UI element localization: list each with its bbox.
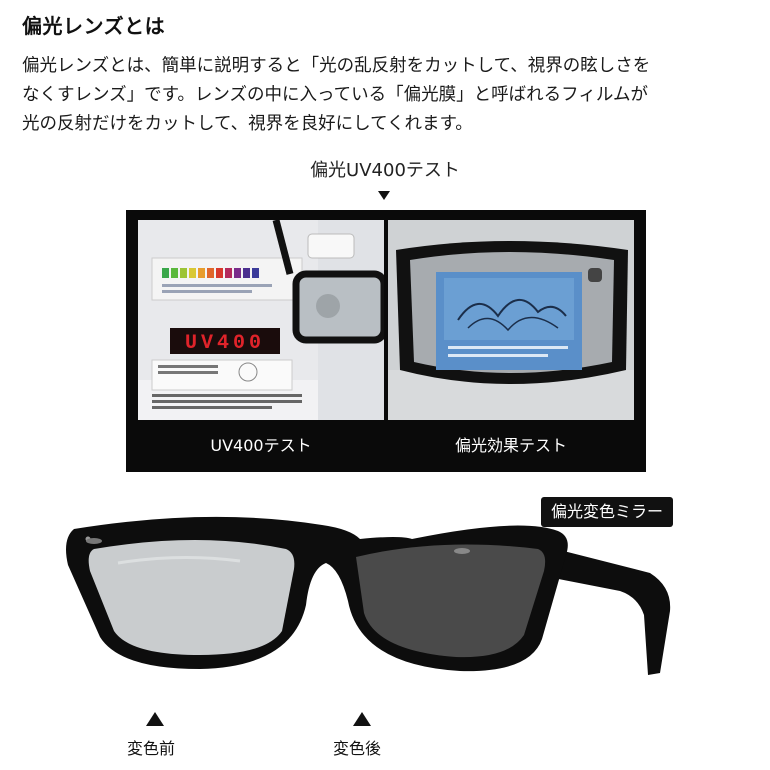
sunglasses-image [60,505,700,689]
page-title: 偏光レンズとは [22,14,166,38]
test-panel: UV400 UV400テスト [126,210,646,472]
polarization-test-photo [388,220,634,420]
description-line-2: なくすレンズ」です。レンズの中に入っている「偏光膜」と呼ばれるフィルムが [22,85,648,105]
polarization-test-caption: 偏光効果テスト [454,436,567,455]
before-marker-icon [146,712,164,726]
description: 偏光レンズとは、簡単に説明すると「光の乱反射をカットして、視界の眩しさを なくす… [22,52,752,139]
uv400-test-photo: UV400 [138,220,384,420]
after-label: 変色後 [333,739,382,758]
uv400-test-caption: UV400テスト [210,436,312,455]
down-arrow-icon [378,191,390,200]
before-label: 変色前 [127,739,176,758]
description-line-1: 偏光レンズとは、簡単に説明すると「光の乱反射をカットして、視界の眩しさを [22,56,651,76]
uv400-meter-display: UV400 [185,332,265,355]
description-line-3: 光の反射だけをカットして、視界を良好にしてくれます。 [22,114,473,134]
after-marker-icon [353,712,371,726]
photochromic-mirror-badge: 偏光変色ミラー [541,497,674,527]
test-section-title: 偏光UV400テスト [310,160,460,181]
